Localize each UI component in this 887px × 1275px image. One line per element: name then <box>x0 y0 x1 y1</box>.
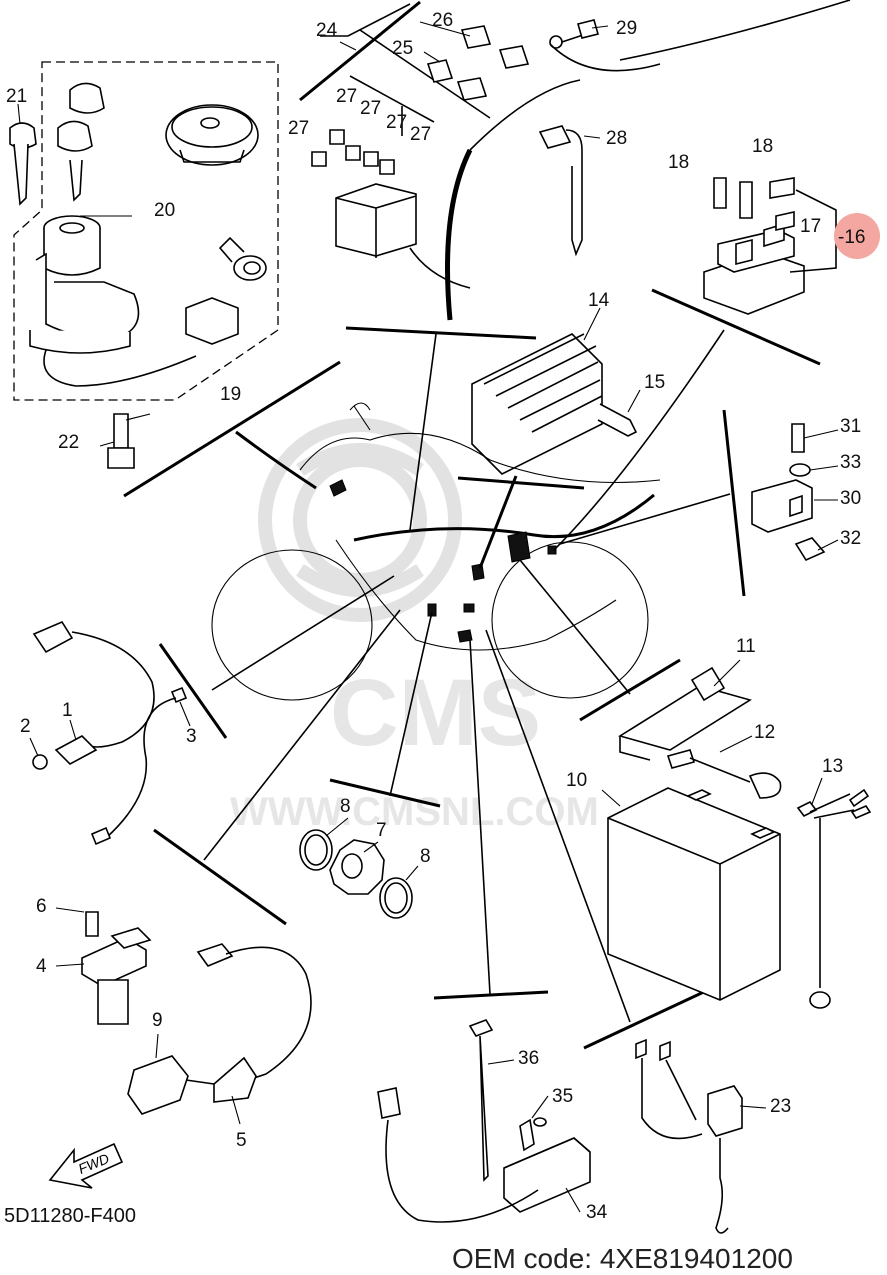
label-18b: 18 <box>752 136 773 157</box>
ignition-switch-group <box>9 61 279 469</box>
label-25: 25 <box>392 38 413 59</box>
leader-lines <box>123 329 731 1050</box>
label-10: 10 <box>566 770 587 791</box>
bracket-30 <box>722 409 826 597</box>
label-6: 6 <box>36 896 47 917</box>
watermark-url: WWW.CMSNL.COM <box>230 790 599 834</box>
label-24: 24 <box>316 20 338 41</box>
label-5: 5 <box>236 1130 247 1151</box>
label-22: 22 <box>58 432 79 453</box>
lead-3 <box>90 686 188 846</box>
relay-lead-28 <box>538 125 583 257</box>
main-switch <box>29 215 239 387</box>
keys-20 <box>57 82 105 202</box>
label-21: 21 <box>6 86 27 107</box>
label-18a: 18 <box>668 152 689 173</box>
label-19: 19 <box>220 384 241 405</box>
label-36: 36 <box>518 1048 539 1069</box>
label-31: 31 <box>840 416 861 437</box>
label-23: 23 <box>770 1096 791 1117</box>
label-16: -16 <box>838 227 865 248</box>
label-34: 34 <box>586 1202 608 1223</box>
label-27c: 27 <box>288 118 309 139</box>
sensor-4 <box>81 911 152 1025</box>
diagram-code: 5D11280-F400 <box>4 1205 136 1227</box>
cable-13 <box>796 788 872 1009</box>
highlight-badge <box>834 213 880 259</box>
label-35: 35 <box>552 1086 573 1107</box>
sprocket-group <box>299 829 413 919</box>
label-15: 15 <box>644 372 665 393</box>
label-30: 30 <box>840 488 861 509</box>
label-32: 32 <box>840 528 861 549</box>
label-14: 14 <box>588 290 610 311</box>
part-labels: 24 26 25 29 27 27 27 27 27 28 18 18 17 -… <box>6 10 865 1223</box>
oem-code: OEM code: 4XE819401200 <box>452 1243 793 1274</box>
lead-12 <box>666 749 782 799</box>
label-33: 33 <box>840 452 861 473</box>
label-27a: 27 <box>336 86 357 107</box>
label-27e: 27 <box>410 124 431 145</box>
label-8a: 8 <box>340 796 351 817</box>
terminal-29 <box>549 0 851 72</box>
key-21 <box>9 122 37 206</box>
label-7: 7 <box>376 820 387 841</box>
fuel-cap <box>165 104 259 166</box>
watermark-brand: CMS <box>330 660 541 766</box>
starter-relay-group <box>651 177 837 366</box>
label-2: 2 <box>20 716 31 737</box>
label-27d: 27 <box>386 112 407 133</box>
fuse-box-group <box>299 0 581 340</box>
bolt-22 <box>107 413 135 469</box>
motorcycle-outline <box>211 402 661 701</box>
label-28: 28 <box>606 128 627 149</box>
label-1: 1 <box>62 700 73 721</box>
cable-tie-36 <box>468 1019 494 1182</box>
battery-bracket-11 <box>618 666 752 761</box>
label-11: 11 <box>736 636 756 657</box>
label-9: 9 <box>152 1010 163 1031</box>
switch-23 <box>635 1038 743 1234</box>
label-29: 29 <box>616 18 637 39</box>
label-ticks <box>17 21 839 1213</box>
sensor-1 <box>32 620 155 770</box>
forward-arrow-icon: FWD <box>48 1142 124 1189</box>
label-27b: 27 <box>360 98 381 119</box>
label-12: 12 <box>754 722 775 743</box>
battery-10 <box>607 787 781 1001</box>
resistor-34 <box>377 1087 591 1223</box>
label-26: 26 <box>432 10 453 31</box>
seat-lock <box>218 236 267 281</box>
label-3: 3 <box>186 726 197 747</box>
rectifier-14 <box>457 333 638 490</box>
label-13: 13 <box>822 756 843 777</box>
harness-9-5 <box>127 943 312 1115</box>
watermark: CMS WWW.CMSNL.COM <box>230 418 599 834</box>
label-20: 20 <box>154 200 175 221</box>
label-8b: 8 <box>420 846 431 867</box>
label-17: 17 <box>800 216 821 237</box>
label-4: 4 <box>36 956 47 977</box>
